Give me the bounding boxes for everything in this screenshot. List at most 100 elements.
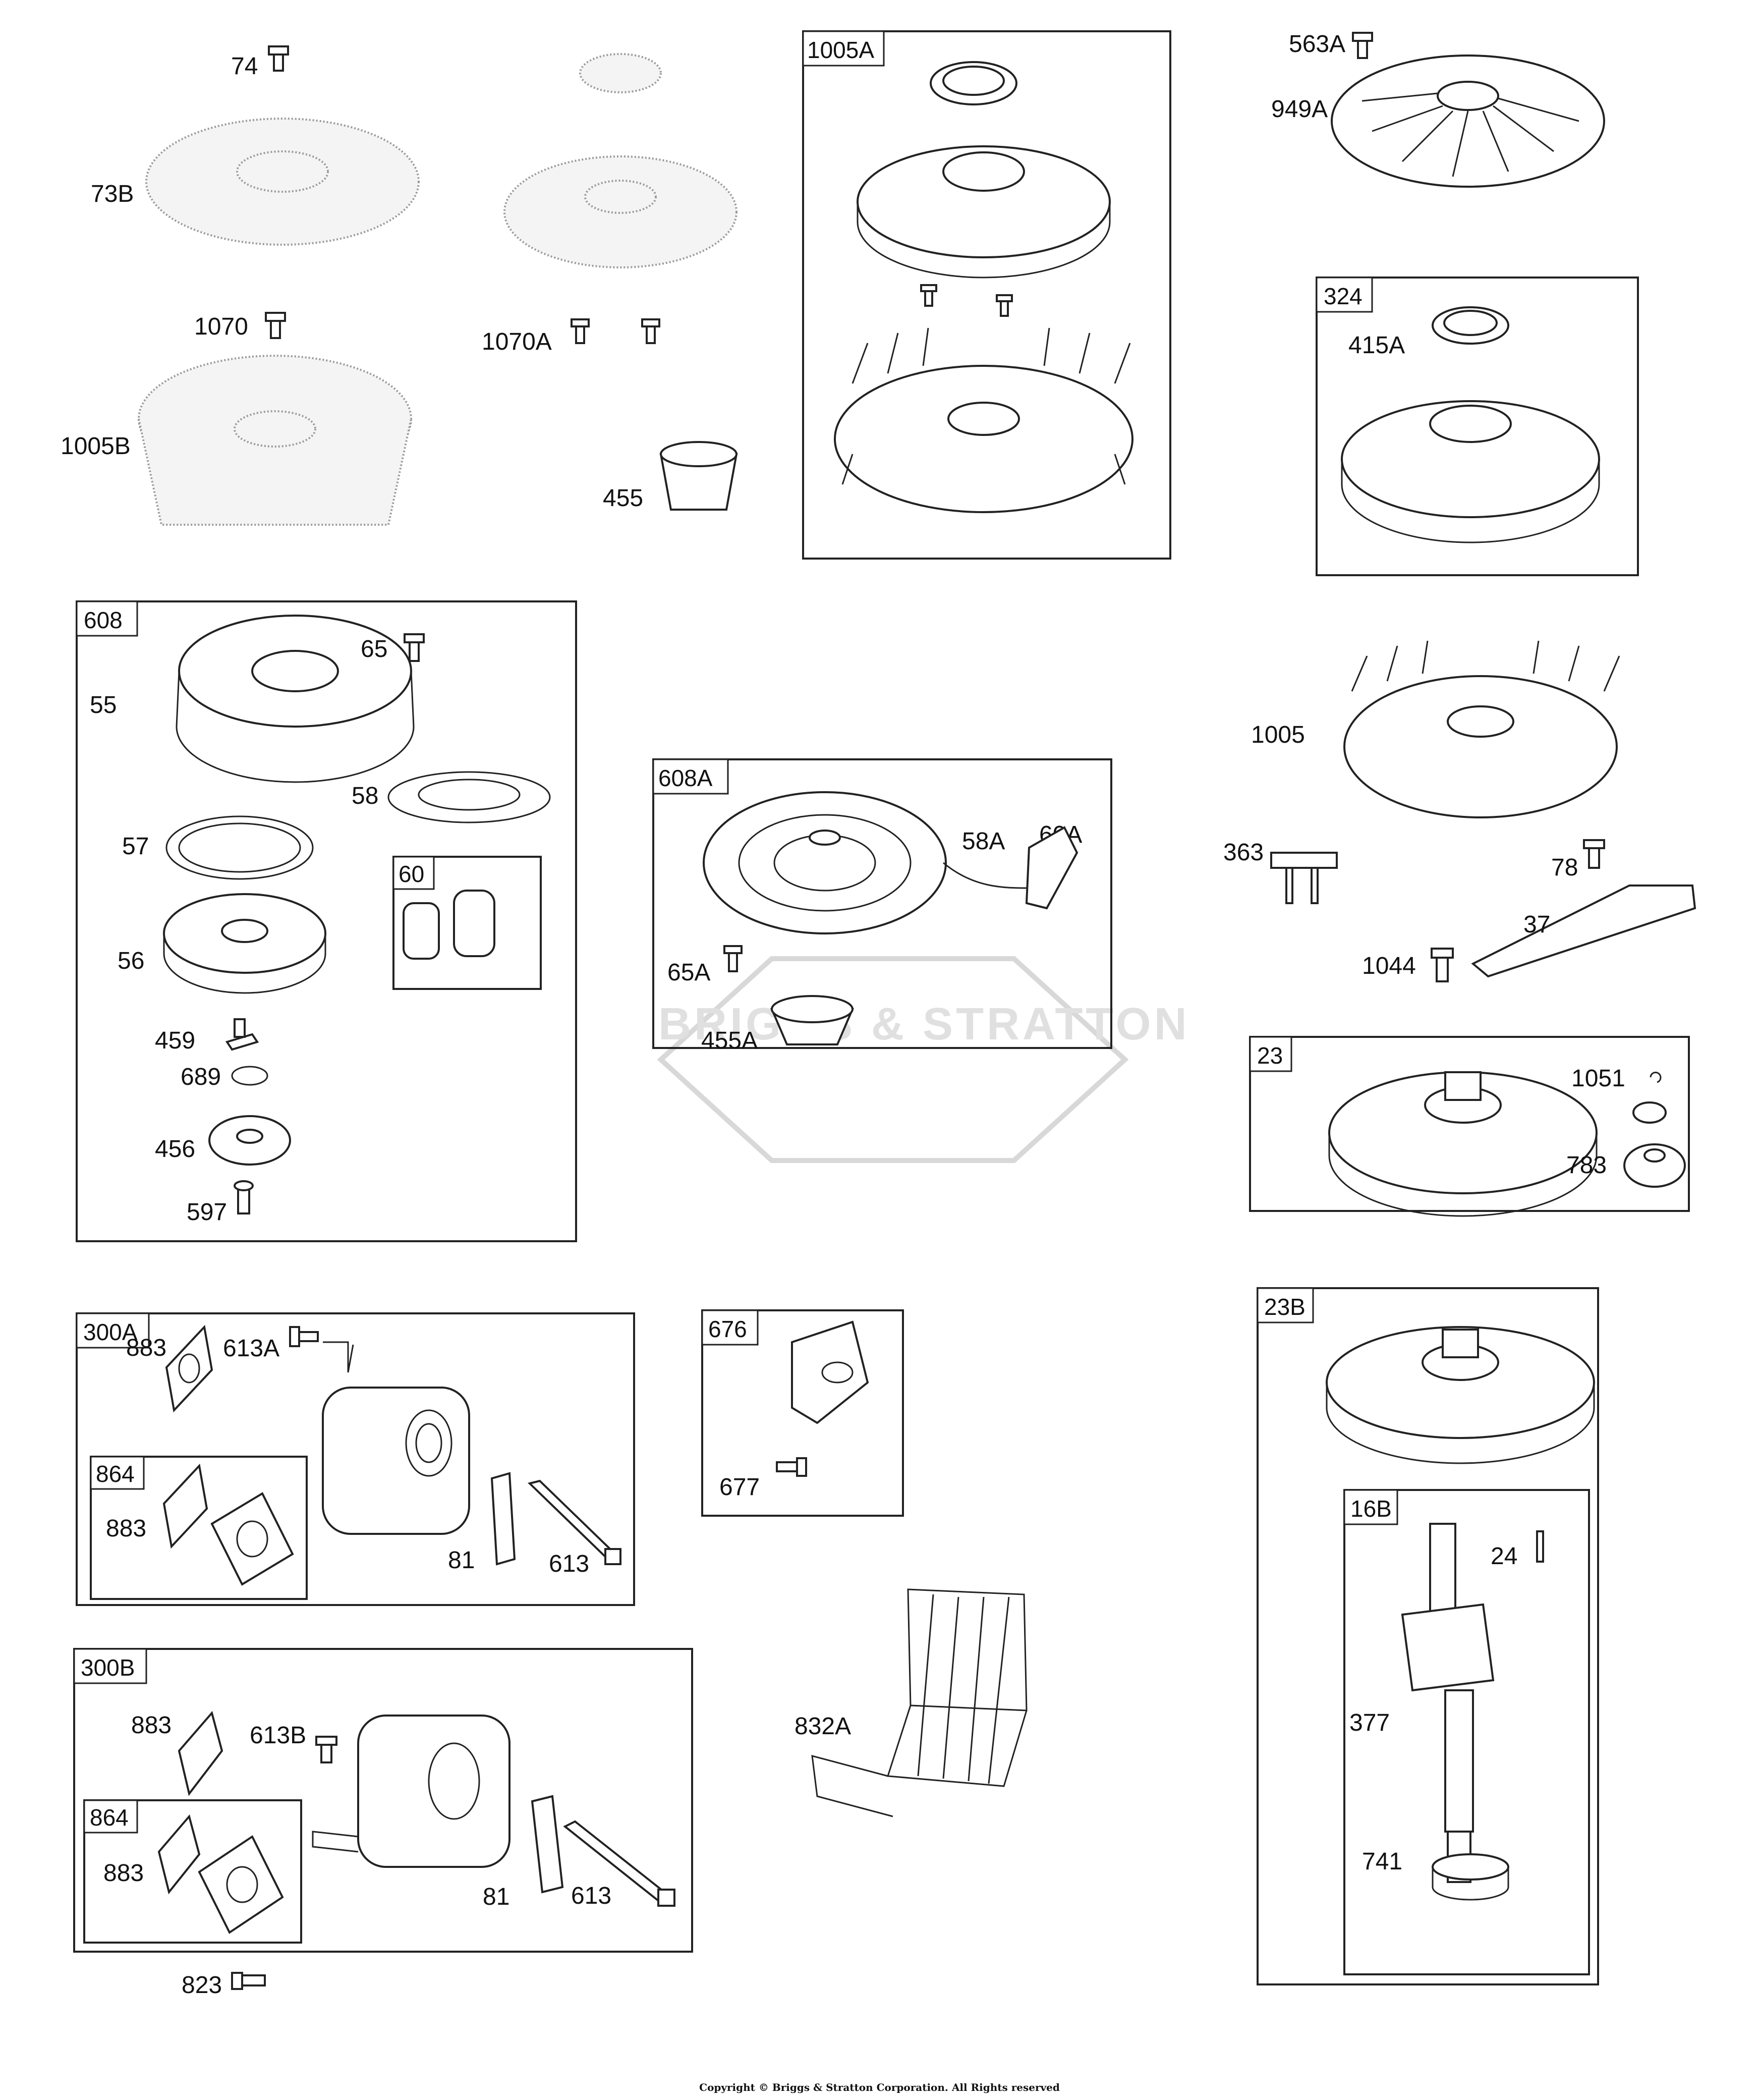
- part-81-lock-plate-a: [490, 1472, 516, 1566]
- part-60A-handle: [943, 826, 1079, 910]
- part-1005-flywheel-fan: [1343, 640, 1620, 818]
- label-1070: 1070: [194, 313, 248, 340]
- box-label-608A: 608A: [658, 765, 713, 791]
- part-blower-cover: [857, 145, 1111, 279]
- part-65A-bolt: [723, 945, 743, 972]
- part-cap-small: [579, 53, 662, 93]
- label-823: 823: [182, 1972, 222, 1999]
- label-883-b: 883: [106, 1515, 146, 1542]
- part-459-dogs: [225, 1018, 259, 1051]
- label-65: 65: [361, 636, 387, 662]
- label-78: 78: [1551, 854, 1578, 881]
- box-label-300B: 300B: [81, 1654, 135, 1681]
- part-377-crankshaft: [1401, 1523, 1495, 1883]
- label-456: 456: [155, 1136, 195, 1163]
- label-883-d: 883: [103, 1860, 144, 1887]
- label-57: 57: [122, 833, 149, 860]
- label-689: 689: [181, 1064, 221, 1090]
- label-563A: 563A: [1289, 31, 1345, 58]
- label-363: 363: [1223, 839, 1264, 866]
- box-label-16B: 16B: [1350, 1496, 1392, 1522]
- part-741-gear: [1432, 1853, 1509, 1901]
- label-1070A: 1070A: [482, 328, 552, 355]
- part-455A-cup: [770, 995, 855, 1045]
- part-78-bolt: [1583, 839, 1605, 869]
- box-608: 608 65 55 58 57 60: [76, 600, 577, 1242]
- part-1044-bolt: [1431, 948, 1454, 982]
- part-300A-muffler: [322, 1341, 470, 1535]
- part-cover-ghost: [503, 155, 737, 268]
- box-label-23B: 23B: [1264, 1294, 1306, 1320]
- part-613B-bolt: [315, 1736, 337, 1763]
- box-864-b: 864 883: [83, 1799, 302, 1944]
- part-24-pin: [1536, 1530, 1544, 1563]
- box-label-23: 23: [1257, 1042, 1283, 1069]
- box-label-300A: 300A: [83, 1319, 138, 1345]
- label-597: 597: [187, 1199, 227, 1226]
- part-883-gasket-b: [162, 1463, 208, 1549]
- box-label-324: 324: [1324, 283, 1363, 309]
- part-456-retainer: [208, 1115, 291, 1166]
- box-label-1005A: 1005A: [807, 37, 874, 63]
- part-613A-bolt: [289, 1326, 319, 1347]
- box-label-676: 676: [708, 1316, 747, 1342]
- part-65-bolt: [404, 633, 425, 662]
- part-cap-ring: [930, 61, 1017, 105]
- box-324: 324 415A: [1316, 277, 1639, 576]
- part-455-cup: [659, 441, 738, 511]
- label-74: 74: [231, 53, 258, 80]
- label-58: 58: [352, 783, 378, 809]
- label-459: 459: [155, 1027, 195, 1054]
- label-613B: 613B: [250, 1722, 306, 1749]
- box-label-864-a: 864: [96, 1461, 135, 1487]
- label-1044: 1044: [1362, 953, 1416, 979]
- label-1005B: 1005B: [61, 433, 131, 460]
- part-783-gear: [1623, 1143, 1686, 1188]
- label-883-a: 883: [126, 1335, 166, 1361]
- part-949A-grille: [1331, 54, 1605, 188]
- briggs-stratton-watermark: BRIGGS & STRATTON: [657, 956, 1190, 1163]
- box-23: 23 1051 783: [1249, 1036, 1690, 1217]
- label-58A: 58A: [962, 828, 1005, 855]
- part-677-screw: [776, 1457, 807, 1477]
- part-823-bolt: [231, 1972, 266, 1990]
- part-73B-shroud: [145, 118, 420, 246]
- box-300A: 300A 883 613A 81 613 864: [76, 1312, 635, 1606]
- part-608A-rewind-starter: [703, 791, 947, 934]
- label-377: 377: [1349, 1709, 1390, 1736]
- label-783: 783: [1566, 1152, 1607, 1179]
- part-613-bolt-b: [563, 1820, 675, 1907]
- box-1005A: 1005A: [802, 30, 1171, 560]
- label-73B: 73B: [91, 181, 134, 207]
- part-1070-bolt: [265, 312, 286, 339]
- part-fan-flywheel: [834, 327, 1133, 513]
- part-74-bolt: [268, 45, 289, 72]
- label-1005: 1005: [1251, 722, 1305, 748]
- label-56: 56: [118, 948, 144, 974]
- label-81-b: 81: [483, 1884, 509, 1910]
- part-screws: [920, 284, 1013, 317]
- box-label-60: 60: [399, 861, 424, 887]
- box-16B: 16B 24 377 741: [1343, 1489, 1590, 1975]
- label-81-a: 81: [448, 1547, 475, 1574]
- label-1051: 1051: [1571, 1065, 1625, 1092]
- label-832A: 832A: [795, 1713, 851, 1740]
- part-1070A-bolts: [571, 318, 660, 344]
- part-864-flange-b: [198, 1835, 284, 1934]
- box-608A: 608A 58A 60A 65A 455A: [652, 758, 1112, 1054]
- watermark-text: BRIGGS & STRATTON: [658, 999, 1190, 1049]
- part-563A-bolt: [1352, 32, 1373, 59]
- label-677: 677: [719, 1474, 760, 1501]
- label-949A: 949A: [1271, 96, 1328, 123]
- part-57-spring: [165, 815, 314, 880]
- part-324-cover: [1341, 400, 1600, 543]
- part-300B-muffler: [312, 1715, 510, 1868]
- label-55: 55: [90, 692, 117, 719]
- part-676-heat-shield: [791, 1320, 869, 1424]
- part-56-pulley: [163, 893, 326, 994]
- box-676: 676 677: [701, 1309, 904, 1517]
- box-23B: 23B 16B 24 377: [1257, 1287, 1599, 1985]
- part-1051-key: [1632, 1071, 1667, 1124]
- label-613-b: 613: [571, 1883, 611, 1909]
